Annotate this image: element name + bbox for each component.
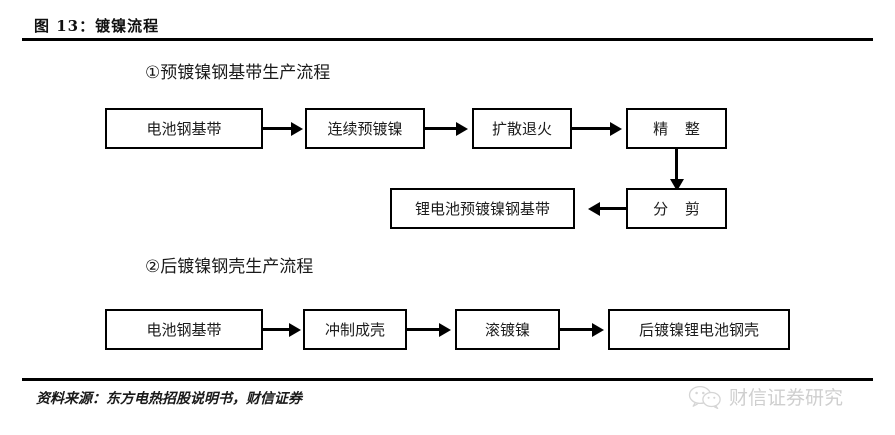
arrow-row2-1-icon <box>588 201 600 216</box>
connector-row1-2 <box>425 127 458 130</box>
flow-node-shearing[interactable]: 分 剪 <box>626 188 727 229</box>
flow-node-post-nickel-li-battery-steel-shell[interactable]: 后镀镍锂电池钢壳 <box>608 309 790 350</box>
connector-row1-1 <box>263 127 293 130</box>
flow-node-continuous-pre-nickel-plating[interactable]: 连续预镀镍 <box>305 108 425 149</box>
connector-row2-1 <box>600 207 626 210</box>
connector-row3-3 <box>560 328 594 331</box>
flow-node-barrel-nickel-plating[interactable]: 滚镀镍 <box>455 309 560 350</box>
flow-node-li-battery-pre-nickel-steel-strip[interactable]: 锂电池预镀镍钢基带 <box>390 188 575 229</box>
watermark-text: 财信证券研究 <box>729 387 844 409</box>
flow-node-finishing[interactable]: 精 整 <box>626 108 727 149</box>
flow-node-stamping-shell[interactable]: 冲制成壳 <box>303 309 407 350</box>
connector-row1-3 <box>572 127 612 130</box>
arrow-row3-1-icon <box>289 322 301 337</box>
flow-node-diffusion-annealing[interactable]: 扩散退火 <box>472 108 572 149</box>
arrow-row1-3-icon <box>610 121 622 136</box>
arrow-row1-1-icon <box>291 121 303 136</box>
title-divider <box>22 38 873 41</box>
source-divider <box>22 378 873 381</box>
section-heading-2: ②后镀镍钢壳生产流程 <box>145 257 314 277</box>
arrow-row3-3-icon <box>592 322 604 337</box>
arrow-row1-2-icon <box>456 121 468 136</box>
arrow-row3-2-icon <box>439 322 451 337</box>
flow-node-battery-steel-strip-1[interactable]: 电池钢基带 <box>105 108 263 149</box>
connector-row3-1 <box>263 328 291 331</box>
wechat-icon <box>688 385 722 409</box>
connector-finishing-to-shearing <box>675 149 678 181</box>
flow-node-battery-steel-strip-2[interactable]: 电池钢基带 <box>105 309 263 350</box>
connector-row3-2 <box>407 328 441 331</box>
section-heading-1: ①预镀镍钢基带生产流程 <box>145 63 331 83</box>
watermark: 财信证券研究 <box>688 383 843 410</box>
figure-title: 图 13：镀镍流程 <box>34 17 160 35</box>
source-text: 资料来源：东方电热招股说明书，财信证券 <box>36 391 302 407</box>
